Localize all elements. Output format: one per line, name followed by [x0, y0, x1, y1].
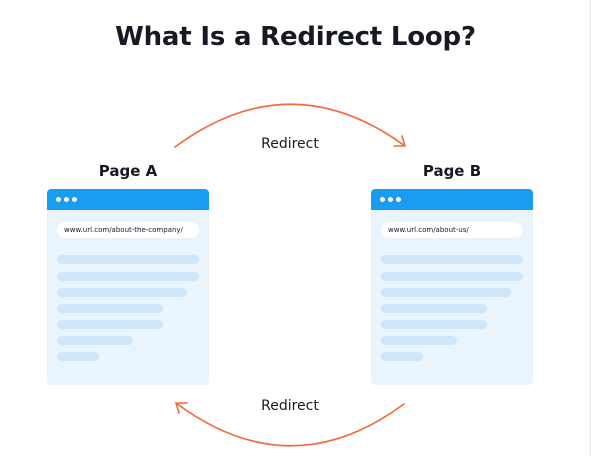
content-placeholder-line	[57, 255, 199, 264]
page-a-label: Page A	[98, 162, 158, 180]
page-b-label: Page B	[422, 162, 482, 180]
top-arrowhead	[393, 135, 406, 147]
window-dot-icon	[64, 197, 69, 202]
content-placeholder-line	[381, 255, 523, 264]
content-placeholder-line	[57, 288, 187, 297]
page-b-url: www.url.com/about-us/	[388, 226, 469, 234]
top-redirect-arrow	[174, 103, 406, 148]
content-placeholder-line	[381, 272, 523, 281]
bottom-redirect-arrow	[175, 402, 405, 447]
content-placeholder-line	[381, 352, 423, 361]
top-redirect-label: Redirect	[261, 136, 319, 152]
window-dot-icon	[56, 197, 61, 202]
content-placeholder-line	[381, 336, 457, 345]
page-a-window: www.url.com/about-the-company/	[47, 189, 209, 385]
content-placeholder-line	[381, 304, 487, 313]
diagram-title: What Is a Redirect Loop?	[115, 22, 476, 52]
page-b-url-bar: www.url.com/about-us/	[381, 222, 523, 238]
content-placeholder-line	[57, 320, 163, 329]
page-a-url-bar: www.url.com/about-the-company/	[57, 222, 199, 238]
page-b-window: www.url.com/about-us/	[371, 189, 533, 385]
window-dot-icon	[72, 197, 77, 202]
content-placeholder-line	[381, 320, 487, 329]
content-placeholder-line	[57, 352, 99, 361]
page-a-titlebar	[47, 189, 209, 210]
content-placeholder-line	[57, 304, 163, 313]
window-dot-icon	[396, 197, 401, 202]
content-placeholder-line	[381, 288, 511, 297]
content-placeholder-line	[57, 272, 199, 281]
bottom-arrowhead	[175, 402, 188, 414]
edge-strip	[589, 0, 591, 456]
page-a-url: www.url.com/about-the-company/	[64, 226, 183, 234]
window-dot-icon	[388, 197, 393, 202]
content-placeholder-line	[57, 336, 133, 345]
bottom-redirect-label: Redirect	[261, 398, 319, 414]
page-b-titlebar	[371, 189, 533, 210]
window-dot-icon	[380, 197, 385, 202]
